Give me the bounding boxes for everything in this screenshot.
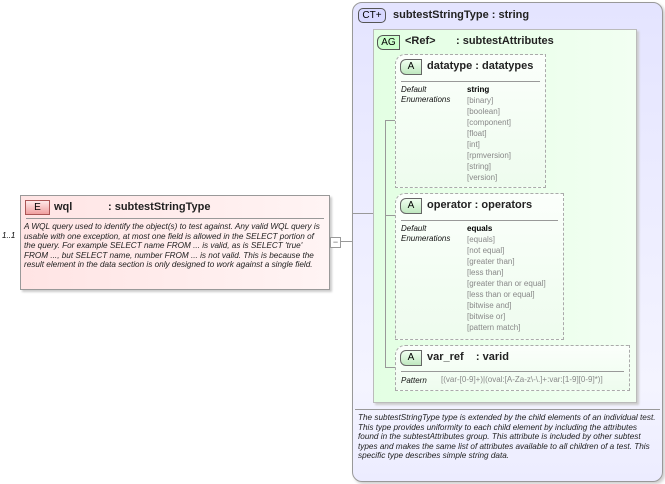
attribute-title: operator : operators <box>427 199 533 211</box>
enumerations-list: equals [equals][not equal][greater than]… <box>467 224 546 332</box>
attribute-var-ref[interactable]: A var_ref : varid Pattern [(var-[0-9]+)|… <box>395 345 630 391</box>
complex-type-badge: CT+ <box>358 8 386 23</box>
complex-type-title: subtestStringType : string <box>393 9 530 21</box>
attribute-title: datatype : datatypes <box>427 60 534 72</box>
attribute-operator[interactable]: A operator : operators Default Enumerati… <box>395 193 564 340</box>
complex-type-description: The subtestStringType type is extended b… <box>358 413 656 460</box>
attribute-badge: A <box>400 59 422 75</box>
element-name: wql <box>54 201 73 213</box>
default-label: Default <box>401 224 427 233</box>
complex-type-box: CT+ subtestStringType : string AG <Ref> … <box>352 2 663 482</box>
enumerations-label: Enumerations <box>401 95 451 104</box>
enumerations-label: Enumerations <box>401 234 451 243</box>
attribute-title: var_ref : varid <box>427 351 509 363</box>
enumerations-list: string [binary][boolean][component][floa… <box>467 85 512 182</box>
attribute-badge: A <box>400 350 422 366</box>
attribute-group-box: AG <Ref> : subtestAttributes A datatype … <box>373 29 637 403</box>
attribute-group-badge: AG <box>377 35 400 50</box>
element-badge: E <box>25 200 50 215</box>
element-wql[interactable]: E wql : subtestStringType A WQL query us… <box>20 195 330 290</box>
attribute-group-ref: <Ref> <box>405 35 436 47</box>
pattern-value: [(var-[0-9]+)|(oval:[A-Za-z\-\.]+:var:[1… <box>441 375 603 384</box>
cardinality-label: 1..1 <box>2 231 16 240</box>
attribute-group-type: : subtestAttributes <box>456 35 554 47</box>
pattern-label: Pattern <box>401 376 427 385</box>
attribute-datatype[interactable]: A datatype : datatypes Default Enumerati… <box>395 54 546 188</box>
default-label: Default <box>401 85 427 94</box>
attribute-badge: A <box>400 198 422 214</box>
collapse-button[interactable]: − <box>330 237 341 248</box>
element-description: A WQL query used to identify the object(… <box>24 222 320 269</box>
element-type: : subtestStringType <box>108 201 211 213</box>
